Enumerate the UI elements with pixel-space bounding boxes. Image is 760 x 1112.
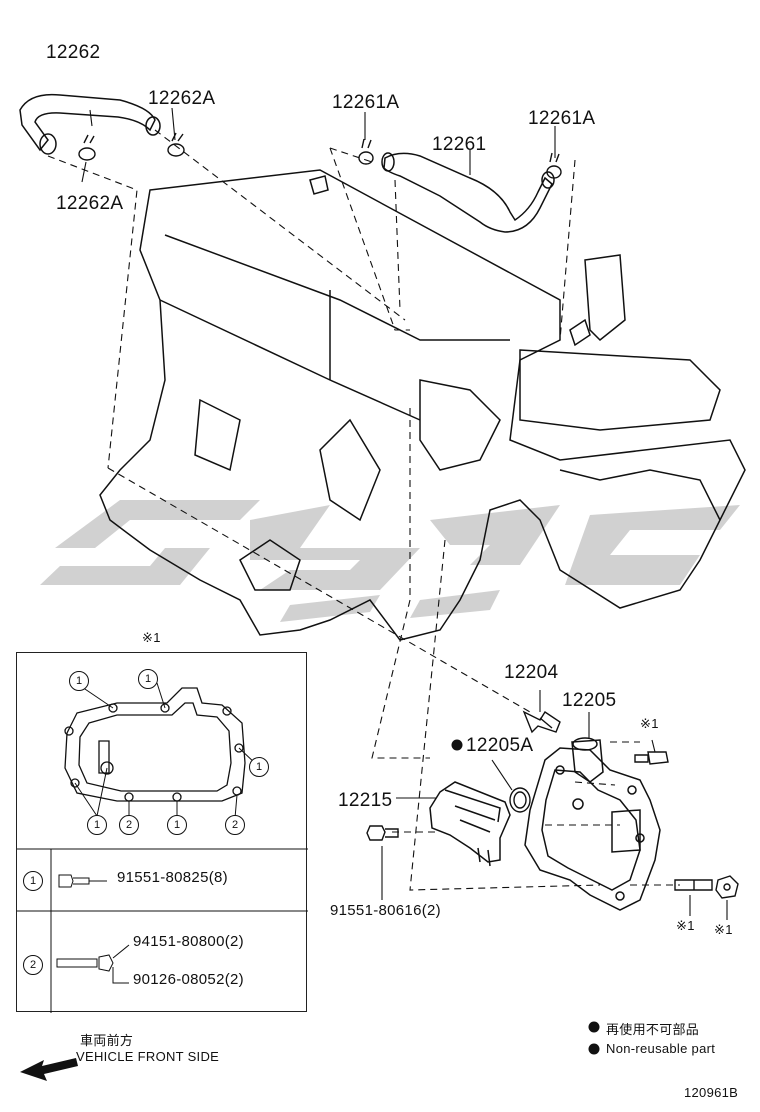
- clip-12261a-right: [546, 152, 562, 179]
- bolt-right: [634, 751, 669, 765]
- label-91551-80616: 91551-80616(2): [330, 902, 441, 919]
- label-12262a-top: 12262A: [148, 88, 216, 109]
- inset-callout-2b: 2: [225, 815, 245, 835]
- label-12261a-right: 12261A: [528, 108, 596, 129]
- figure-id: 120961B: [684, 1085, 739, 1100]
- label-12215: 12215: [338, 790, 393, 811]
- mark-nut: ※1: [714, 922, 733, 937]
- legend-jp: 再使用不可部品: [606, 1022, 700, 1037]
- separator-12215: [429, 781, 511, 867]
- nut: [715, 875, 739, 899]
- engine-block-outline: [99, 169, 746, 641]
- bolt-91551-80616: [366, 825, 399, 841]
- inset-callout-1e: 1: [167, 815, 187, 835]
- gasket-nonreusable-dot: [451, 739, 463, 751]
- dashed-leaders: [47, 129, 680, 891]
- inset-row2-key: 2: [23, 955, 43, 975]
- direction-en: VEHICLE FRONT SIDE: [76, 1049, 220, 1064]
- label-12261: 12261: [432, 134, 487, 155]
- clip-12262a-left: [78, 134, 96, 161]
- hose-12261: [381, 152, 555, 233]
- label-12205: 12205: [562, 690, 617, 711]
- inset-panel: 1 1 1 1 1 2 1 2 1 91551-80825(8) 2 94151…: [16, 652, 308, 1013]
- legend-dot-jp: [588, 1021, 600, 1033]
- watermark-logo: [40, 500, 740, 622]
- inset-gasket-drawing: [17, 682, 308, 1013]
- label-leaders: [81, 107, 728, 920]
- inset-callout-1c: 1: [249, 757, 269, 777]
- label-12204: 12204: [504, 662, 559, 683]
- inset-callout-1d: 1: [87, 815, 107, 835]
- legend-dot-en: [588, 1043, 600, 1055]
- inset-callout-2a: 2: [119, 815, 139, 835]
- inset-mark: ※1: [142, 630, 161, 645]
- inset-row1-key: 1: [23, 871, 43, 891]
- direction-jp: 車両前方: [80, 1033, 134, 1048]
- mark-stud: ※1: [676, 918, 695, 933]
- legend-en: Non-reusable part: [606, 1041, 716, 1056]
- inset-row2-part-a: 94151-80800(2): [133, 933, 244, 950]
- mark-bolt-right: ※1: [640, 716, 659, 731]
- label-12205a: 12205A: [466, 735, 534, 756]
- pcv-valve-12204: [522, 710, 561, 734]
- ventilation-cover-12205: [524, 737, 661, 911]
- hose-12262: [19, 93, 161, 155]
- label-12261a-left: 12261A: [332, 92, 400, 113]
- inset-row2-part-b: 90126-08052(2): [133, 971, 244, 988]
- gasket-12205a: [509, 787, 531, 813]
- clip-12262a-right: [167, 132, 185, 157]
- inset-row1-part: 91551-80825(8): [117, 869, 228, 886]
- label-12262a-bottom: 12262A: [56, 193, 124, 214]
- front-direction-arrow: [20, 1058, 78, 1081]
- label-12262: 12262: [46, 42, 101, 63]
- inset-callout-1a: 1: [69, 671, 89, 691]
- inset-callout-1b: 1: [138, 669, 158, 689]
- stud-bolt: [674, 879, 713, 891]
